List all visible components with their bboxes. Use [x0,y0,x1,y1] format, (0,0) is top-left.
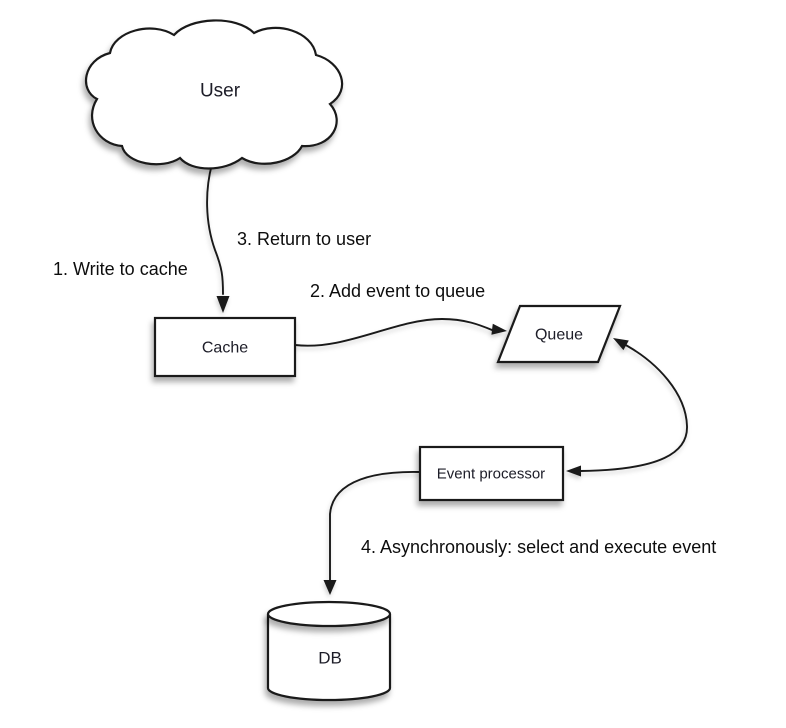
edge-cache-to-queue [294,318,493,347]
edge-user-to-cache [206,163,224,295]
arrowhead-into-queue-right [613,338,629,351]
edges-layer [206,163,688,595]
step1-label: 1. Write to cache [53,259,188,279]
node-labels-layer: User Cache Queue Event processor DB [200,81,583,668]
event-processor-box [418,445,565,502]
edge-event-processor-to-db [329,470,421,581]
queue-parallelogram [496,304,622,364]
step4-label: 4. Asynchronously: select and execute ev… [361,537,716,557]
cache-box [153,316,297,378]
nodes-layer [85,19,622,702]
db-cylinder-body [266,614,392,702]
user-label: User [200,81,241,102]
edge-queue-event-processor [579,342,688,472]
queue-label: Queue [535,327,583,344]
annotations-layer: 1. Write to cache 3. Return to user 2. A… [53,229,716,557]
db-cylinder-top [266,600,392,628]
arrowhead-into-event-processor [566,465,581,477]
step2-label: 2. Add event to queue [310,281,485,301]
arrowhead-into-queue-left [491,323,507,335]
cache-label: Cache [202,340,248,357]
step3-label: 3. Return to user [237,229,371,249]
user-cloud [85,19,344,170]
event-processor-label: Event processor [437,466,545,483]
arrowhead-into-db [323,580,337,595]
arrowhead-into-cache [216,296,230,313]
db-label: DB [318,649,342,668]
db-cylinder [266,600,392,702]
